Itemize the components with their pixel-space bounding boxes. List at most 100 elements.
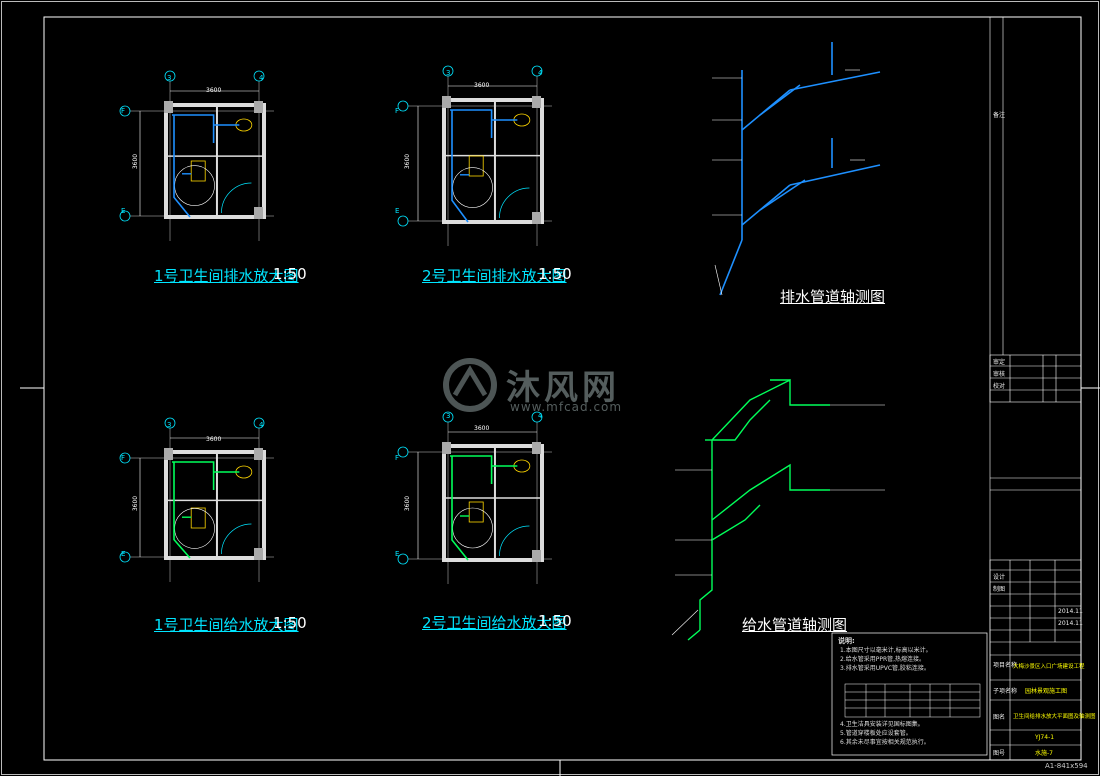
drawing-title-d3: 1号卫生间给水放大图 (154, 616, 299, 634)
tb-no-label: 图号 (993, 750, 1006, 757)
dim-h-d2: 3600 (404, 153, 412, 170)
tb-project-name: 大梅沙景区入口广场建设工程 (1013, 664, 1085, 670)
axis-4-d2: 4 (538, 69, 543, 77)
tb-project-label: 项目名称 (993, 662, 1018, 669)
wall-outline (442, 98, 544, 224)
axis-bubble (119, 105, 131, 117)
axis-4-d4: 4 (538, 412, 543, 420)
axis-bubble (397, 553, 409, 565)
column (254, 548, 263, 560)
tb-subitem-name: 园林景观施工图 (1025, 688, 1068, 695)
dim-w-d4: 3600 (474, 425, 490, 432)
toilet (468, 155, 484, 177)
axis-bubble (253, 417, 265, 429)
axis-4-d1: 4 (259, 74, 264, 82)
door-swing (221, 523, 252, 555)
tb-corner: A1-841x594 (1045, 762, 1088, 770)
pipe-run (450, 109, 493, 138)
column (442, 96, 451, 108)
column (532, 96, 541, 108)
column (254, 207, 263, 219)
iso-drain-annotations (712, 69, 865, 296)
axis-4-d3: 4 (259, 421, 264, 429)
shower-area (452, 507, 493, 549)
dim-h-d1: 3600 (132, 153, 140, 170)
axis-bubble (164, 417, 176, 429)
drawing-scale-d4: 1:50 (538, 612, 572, 630)
dim-w-d1: 3600 (206, 87, 222, 94)
drawing-scale-d3: 1:50 (273, 614, 307, 632)
toilet (468, 501, 484, 523)
tb-row-4: 设计 (993, 574, 1006, 581)
notes-line-1: 1.本图尺寸以毫米计,标高以米计。 (840, 647, 932, 654)
axis-3-d2: 3 (446, 69, 451, 77)
toilet (190, 160, 206, 182)
plan-d1 (119, 70, 274, 241)
tb-row-3: 校对 (993, 383, 1006, 390)
column (164, 101, 173, 113)
plan-d3 (119, 417, 274, 582)
door-swing (499, 187, 530, 219)
column (442, 442, 451, 454)
pipe-run (451, 456, 469, 561)
notes-box (831, 632, 988, 756)
axis-f-d2: F (395, 107, 400, 115)
pipe-run (451, 110, 469, 223)
drawing-scale-d2: 1:50 (538, 265, 572, 283)
title-block (989, 17, 1082, 761)
axis-bubble (531, 65, 543, 77)
axis-e-d1: E (121, 207, 126, 215)
column (532, 550, 541, 562)
notes-line-3: 3.排水管采用UPVC管,胶粘连接。 (840, 665, 930, 672)
axis-3-d1: 3 (167, 74, 172, 82)
drawing-title-d2: 2号卫生间排水放大图 (422, 267, 567, 285)
iso-drain-title: 排水管道轴测图 (780, 288, 886, 306)
axis-3-d4: 3 (446, 412, 451, 420)
axis-bubble (119, 452, 131, 464)
axis-e-d2: E (395, 207, 400, 215)
dim-w-d2: 3600 (474, 82, 490, 89)
wall-outline (164, 450, 266, 560)
tb-no-value: 水施-7 (1035, 750, 1053, 757)
drawing-scale-d1: 1:50 (273, 265, 307, 283)
toilet (190, 507, 206, 529)
axis-bubble (442, 65, 454, 77)
shower-area (452, 167, 493, 208)
axis-bubble (164, 70, 176, 82)
pipe-run (172, 461, 215, 490)
watermark-url: www.mfcad.com (510, 400, 623, 414)
axis-bubble (397, 215, 409, 227)
door-swing (221, 182, 252, 214)
notes-heading: 说明: (838, 637, 855, 645)
notes-table (844, 683, 981, 718)
axis-bubble (531, 411, 543, 423)
wall-outline (164, 103, 266, 219)
tb-date-1: 2014.11 (1058, 608, 1083, 615)
axis-bubble (397, 446, 409, 458)
dim-w-d3: 3600 (206, 436, 222, 443)
axis-e-d4: E (395, 550, 400, 558)
axis-3-d3: 3 (167, 421, 172, 429)
tb-drawing-label: 图名 (993, 714, 1006, 721)
plan-drawings (119, 65, 552, 584)
tb-project-no: YJ74-1 (1035, 734, 1055, 741)
watermark-text: 沐风网 (506, 368, 620, 408)
tb-row-5: 制图 (993, 586, 1006, 593)
door-swing (499, 525, 530, 557)
shower-area (174, 508, 215, 549)
tb-remarks: 备注 (993, 112, 1006, 119)
tb-row-1: 审定 (993, 359, 1006, 366)
iso-supply-title: 给水管道轴测图 (742, 616, 848, 634)
axis-e-d3: E (121, 550, 126, 558)
column (532, 442, 541, 454)
iso-supply-pipes (687, 378, 830, 641)
axis-bubble (119, 210, 131, 222)
watermark-logo (443, 358, 497, 412)
column (532, 212, 541, 224)
axis-f-d3: F (121, 454, 126, 462)
iso-drain-pipes (719, 42, 881, 296)
pipe-run (173, 462, 191, 559)
plan-d2 (397, 65, 552, 246)
pipe-run (172, 114, 215, 143)
